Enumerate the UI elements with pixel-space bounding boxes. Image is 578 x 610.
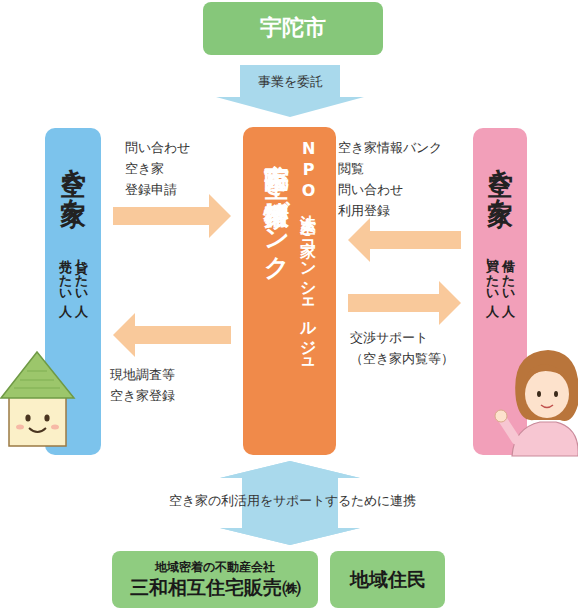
seeker-box: 空き家を借りたい人 買いたい人	[473, 128, 527, 455]
node-text: 地域密着の不動産会社	[155, 560, 275, 574]
house-cheek	[16, 425, 24, 430]
node-text: NPO法人空き家コンシェルジュ	[298, 139, 318, 370]
block-arrow	[348, 218, 461, 262]
house-smile	[29, 428, 46, 432]
node-text: 空き家を	[484, 150, 517, 210]
woman-eye	[537, 391, 541, 397]
house-eye	[25, 414, 30, 421]
block-arrow	[348, 281, 461, 325]
city-box: 宇陀市	[203, 2, 383, 55]
realtor-box: 地域密着の不動産会社三和相互住宅販売㈱	[112, 551, 318, 608]
node-text: 貸したい人 売りたい人	[57, 236, 90, 308]
edge-label: 空き家情報バンク 閲覧 問い合わせ 利用登録	[338, 137, 470, 221]
node-text: 宇陀市 空き家情報バンク	[261, 139, 292, 267]
block-arrow	[216, 65, 364, 117]
edge-label: 交渉サポート （空き家内覧等）	[350, 327, 475, 369]
edge-label: 事業を委託	[240, 71, 340, 92]
node-text: 地域住民	[350, 568, 426, 591]
woman-mouth	[541, 405, 553, 408]
edge-label: 問い合わせ 空き家 登録申請	[125, 137, 220, 200]
node-text: 宇陀市	[260, 15, 326, 41]
edge-label: 空き家の利活用をサポートするために連携	[140, 490, 445, 511]
block-arrow	[113, 313, 231, 357]
bank-box: NPO法人空き家コンシェルジュ宇陀市 空き家情報バンク	[243, 127, 336, 455]
woman-eye	[554, 391, 558, 397]
node-text: 空き家を	[57, 150, 90, 210]
woman-fringe	[525, 364, 568, 382]
edge-label: 現地調査等 空き家登録	[110, 364, 220, 406]
resident-box: 地域住民	[330, 551, 445, 608]
owner-box: 空き家を貸したい人 売りたい人	[45, 128, 101, 455]
node-text: 三和相互住宅販売㈱	[130, 576, 301, 599]
woman-face	[525, 370, 569, 418]
block-arrow	[113, 194, 231, 238]
node-text: 借りたい人 買いたい人	[484, 236, 517, 308]
